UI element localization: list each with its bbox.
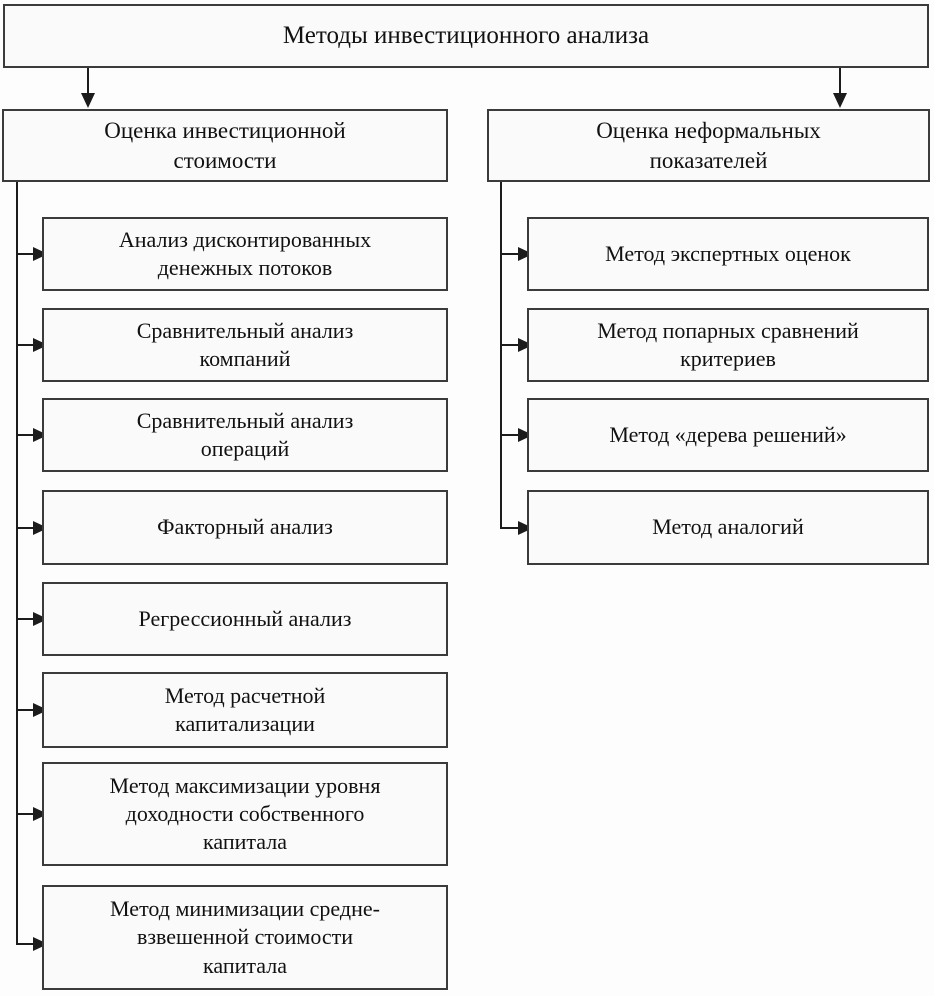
branch-header-investment-value-assessment: Оценка инвестиционной стоимости bbox=[2, 109, 448, 182]
branch-header-label: Оценка неформальных показателей bbox=[596, 118, 821, 173]
stub-left-3 bbox=[16, 434, 35, 436]
method-box: Метод «дерева решений» bbox=[527, 398, 929, 472]
stub-right-4 bbox=[500, 527, 520, 529]
arrowhead-root-to-left-branch bbox=[81, 93, 95, 108]
method-box: Метод максимизации уровня доходности соб… bbox=[42, 762, 448, 866]
stub-left-2 bbox=[16, 344, 35, 346]
stub-left-4 bbox=[16, 527, 35, 529]
method-label: Метод экспертных оценок bbox=[605, 240, 851, 266]
method-label: Анализ дисконтированных денежных потоков bbox=[118, 226, 372, 280]
stub-left-1 bbox=[16, 253, 35, 255]
stub-left-6 bbox=[16, 709, 35, 711]
branch-header-label: Оценка инвестиционной стоимости bbox=[104, 118, 346, 173]
spine-right-branch bbox=[500, 182, 502, 527]
method-label: Метод «дерева решений» bbox=[609, 421, 847, 447]
method-box: Факторный анализ bbox=[42, 490, 448, 565]
arrowhead-root-to-right-branch bbox=[833, 93, 847, 108]
connector-root-to-right-branch bbox=[839, 68, 841, 95]
method-box: Метод расчетной капитализации bbox=[42, 672, 448, 748]
method-box: Метод экспертных оценок bbox=[527, 217, 929, 291]
stub-right-3 bbox=[500, 434, 520, 436]
method-label: Метод максимизации уровня доходности соб… bbox=[109, 772, 381, 855]
method-box: Сравнительный анализ операций bbox=[42, 398, 448, 472]
stub-left-7 bbox=[16, 813, 35, 815]
method-box: Регрессионный анализ bbox=[42, 582, 448, 656]
method-box: Сравнительный анализ компаний bbox=[42, 308, 448, 382]
method-label: Регрессионный анализ bbox=[138, 605, 352, 631]
stub-right-1 bbox=[500, 253, 520, 255]
stub-left-8 bbox=[16, 943, 35, 945]
method-label: Факторный анализ bbox=[157, 514, 333, 540]
method-label: Сравнительный анализ компаний bbox=[136, 317, 354, 371]
branch-header-informal-indicators-assessment: Оценка неформальных показателей bbox=[487, 109, 930, 182]
method-label: Метод расчетной капитализации bbox=[164, 682, 326, 736]
method-label: Метод аналогий bbox=[652, 514, 804, 540]
stub-right-2 bbox=[500, 344, 520, 346]
connector-root-to-left-branch bbox=[87, 68, 89, 95]
method-label: Сравнительный анализ операций bbox=[136, 407, 354, 461]
method-box: Анализ дисконтированных денежных потоков bbox=[42, 217, 448, 291]
root-title-label: Методы инвестиционного анализа bbox=[282, 22, 650, 49]
method-label: Метод минимизации средне- взвешенной сто… bbox=[110, 896, 380, 978]
method-box: Метод минимизации средне- взвешенной сто… bbox=[42, 885, 448, 990]
method-box: Метод попарных сравнений критериев bbox=[527, 308, 929, 382]
root-title-box: Методы инвестиционного анализа bbox=[3, 4, 929, 68]
spine-left-branch bbox=[16, 182, 18, 944]
stub-left-5 bbox=[16, 618, 35, 620]
method-label: Метод попарных сравнений критериев bbox=[597, 317, 859, 371]
method-box: Метод аналогий bbox=[527, 490, 929, 565]
